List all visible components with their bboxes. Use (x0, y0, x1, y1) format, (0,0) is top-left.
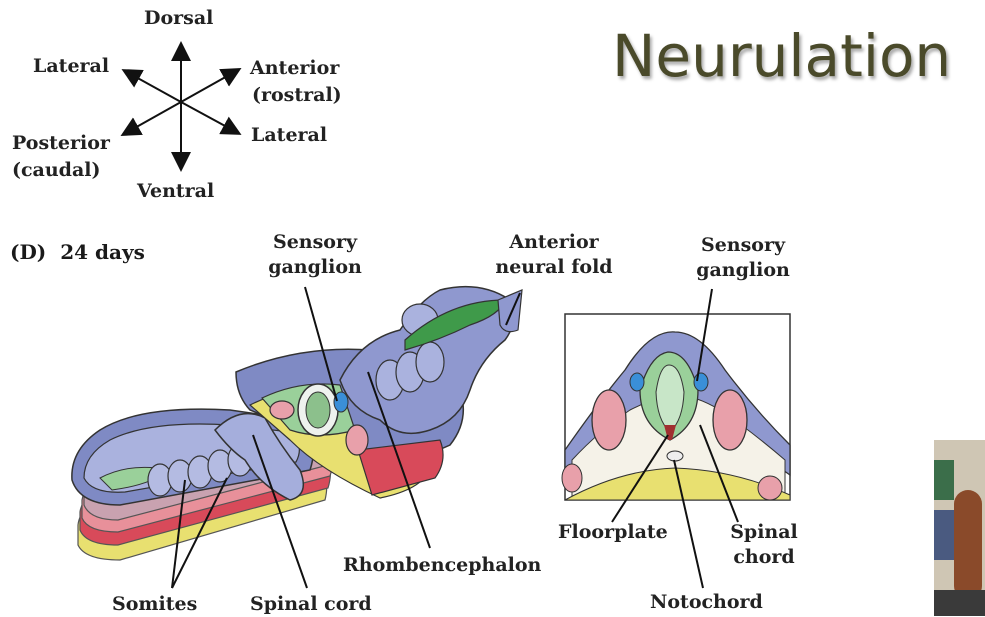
floorplate-label: Floorplate (558, 521, 668, 543)
webcam-guitar (954, 490, 982, 600)
sensory-ganglion-left-line1: Sensory (272, 231, 358, 253)
compass-lateral-left-label: Lateral (33, 55, 110, 77)
sensory-ganglion-left-label: Sensory ganglion (268, 230, 362, 280)
anterior-neural-fold-line2: neural fold (495, 256, 613, 278)
spinal-chord-line2: chord (733, 546, 795, 568)
presenter-webcam (934, 440, 985, 616)
compass-ventral-label: Ventral (137, 180, 215, 202)
panel-age: 24 days (60, 240, 145, 264)
sensory-ganglion-right-label: Sensory ganglion (690, 233, 796, 283)
notochord-label: Notochord (650, 591, 763, 613)
compass-anterior-label: Anterior (250, 57, 340, 79)
leader-lines (171, 286, 739, 589)
compass-rostral-label: (rostral) (252, 84, 342, 106)
panel-tag: (D) 24 days (10, 240, 145, 264)
sensory-ganglion-right-line2: ganglion (696, 259, 790, 281)
compass-arrows (120, 41, 242, 172)
spinal-chord-line1: Spinal (730, 521, 798, 543)
sensory-ganglion-right-line1: Sensory (700, 234, 786, 256)
compass-dorsal-label: Dorsal (144, 7, 214, 29)
anterior-neural-fold-label: Anterior neural fold (486, 230, 622, 280)
compass-lateral-right-label: Lateral (251, 124, 328, 146)
webcam-shadow (934, 590, 985, 616)
cross-section-inset (561, 313, 791, 501)
sensory-ganglion-left-line2: ganglion (268, 256, 362, 278)
panel-letter: (D) (10, 240, 47, 264)
webcam-bookshelf (934, 460, 954, 500)
embryo-illustration (71, 285, 523, 561)
spinal-cord-label: Spinal cord (250, 593, 372, 615)
compass-posterior-label: Posterior (12, 132, 110, 154)
spinal-chord-label: Spinal chord (722, 520, 806, 570)
slide-title: Neurulation (612, 22, 952, 90)
rhombencephalon-label: Rhombencephalon (343, 554, 542, 576)
compass-caudal-label: (caudal) (12, 159, 101, 181)
webcam-books (934, 510, 954, 560)
anterior-neural-fold-line1: Anterior (509, 231, 599, 253)
somites-label: Somites (112, 593, 198, 615)
